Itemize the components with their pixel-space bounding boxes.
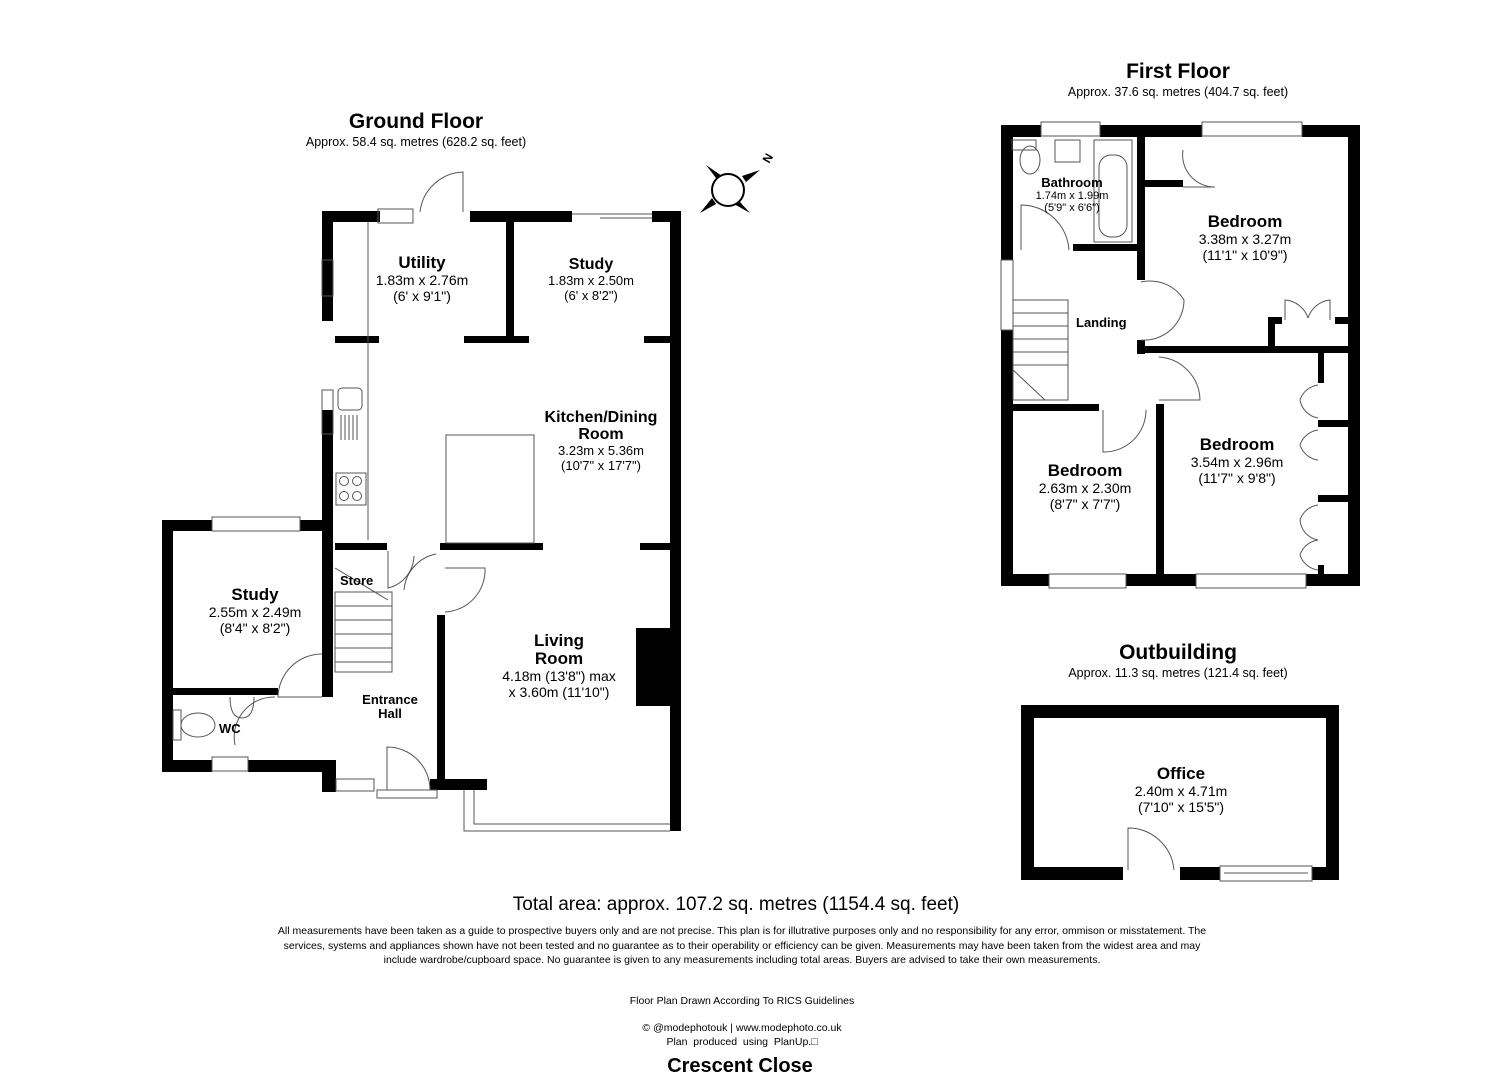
outbuilding-title: Outbuilding <box>1119 641 1237 664</box>
ground-floor-title: Ground Floor <box>348 110 484 133</box>
ground-floor-plan <box>162 211 681 831</box>
room-kitchen-name-line1: Kitchen/Dining <box>544 409 658 426</box>
room-bedroom-2-imperial: (8'7" x 7'7") <box>1049 495 1121 512</box>
ground-floor-fixtures <box>172 171 670 832</box>
room-kitchen-metric: 3.23m x 5.36m <box>558 442 644 458</box>
outbuilding-plan <box>1021 705 1339 880</box>
room-bedroom-3: Bedroom 3.54m x 2.96m (11'7" x 9'8") <box>1172 436 1302 486</box>
room-bedroom-1: Bedroom 3.38m x 3.27m (11'1" x 10'9") <box>1180 213 1310 263</box>
room-bedroom-1-metric: 3.38m x 3.27m <box>1198 230 1292 247</box>
room-entrance-name-line2: Hall <box>378 705 402 721</box>
room-office-name: Office <box>1156 764 1206 783</box>
room-study-lower-metric: 2.55m x 2.49m <box>208 603 302 620</box>
room-office-imperial: (7'10" x 15'5") <box>1137 798 1225 815</box>
first-floor-plan <box>1001 125 1360 586</box>
room-bathroom-name: Bathroom <box>1041 175 1103 190</box>
room-landing-name: Landing <box>1076 315 1127 330</box>
room-bathroom-imperial: (5'9" x 6'6") <box>1044 201 1100 214</box>
room-living-name-line2: Room <box>534 648 584 668</box>
disclaimer-text: All measurements have been taken as a gu… <box>277 925 1207 967</box>
room-entrance-hall: Entrance Hall <box>350 693 430 720</box>
room-living-room: Living Room 4.18m (13'8") max x 3.60m (1… <box>484 632 634 700</box>
produced-by-text: Plan produced using PlanUp.□ <box>666 1036 818 1048</box>
room-living-name-line1: Living <box>533 631 585 650</box>
first-floor-fixtures <box>1000 121 1331 589</box>
room-study-upper-name: Study <box>568 256 614 273</box>
room-store-name: Store <box>340 573 374 588</box>
room-bathroom-metric: 1.74m x 1.99m <box>1035 189 1109 202</box>
room-office-metric: 2.40m x 4.71m <box>1134 782 1228 799</box>
room-living-dim-line1: 4.18m (13'8") max <box>502 667 616 684</box>
rics-note: Floor Plan Drawn According To RICS Guide… <box>629 995 855 1007</box>
outbuilding-area: Approx. 11.3 sq. metres (121.4 sq. feet) <box>1068 666 1288 680</box>
room-wc-name: WC <box>219 721 241 736</box>
room-study-upper-metric: 1.83m x 2.50m <box>548 272 634 288</box>
room-bedroom-3-metric: 3.54m x 2.96m <box>1190 453 1284 470</box>
room-bathroom: Bathroom 1.74m x 1.99m (5'9" x 6'6") <box>1027 176 1117 214</box>
first-floor-title: First Floor <box>1126 60 1230 83</box>
room-study-upper: Study 1.83m x 2.50m (6' x 8'2") <box>531 256 651 304</box>
room-living-dim-line2: x 3.60m (11'10") <box>508 683 610 700</box>
compass-icon <box>700 165 760 213</box>
room-bedroom-1-imperial: (11'1" x 10'9") <box>1202 246 1288 263</box>
ground-floor-area: Approx. 58.4 sq. metres (628.2 sq. feet) <box>305 135 527 149</box>
room-office: Office 2.40m x 4.71m (7'10" x 15'5") <box>1116 765 1246 815</box>
room-study-lower: Study 2.55m x 2.49m (8'4" x 8'2") <box>190 586 320 636</box>
room-kitchen-name-line2: Room <box>578 425 624 443</box>
room-study-upper-imperial: (6' x 8'2") <box>564 287 618 303</box>
total-area: Total area: approx. 107.2 sq. metres (11… <box>512 894 960 915</box>
room-entrance-name-line1: Entrance <box>362 692 418 707</box>
room-study-lower-name: Study <box>231 585 279 604</box>
room-utility-name: Utility <box>398 253 446 272</box>
outbuilding-fixtures <box>1127 827 1313 882</box>
room-bedroom-3-name: Bedroom <box>1199 435 1275 454</box>
room-bedroom-2-name: Bedroom <box>1047 461 1123 480</box>
room-utility: Utility 1.83m x 2.76m (6' x 9'1") <box>362 254 482 304</box>
room-bedroom-1-name: Bedroom <box>1207 212 1283 231</box>
room-kitchen-dining: Kitchen/Dining Room 3.23m x 5.36m (10'7"… <box>531 409 671 473</box>
room-kitchen-imperial: (10'7" x 17'7") <box>561 457 641 473</box>
copyright-text: © @modephotouk | www.modephoto.co.uk <box>642 1022 842 1034</box>
property-address: Crescent Close <box>667 1055 813 1077</box>
room-bedroom-3-imperial: (11'7" x 9'8") <box>1198 469 1276 486</box>
first-floor-area: Approx. 37.6 sq. metres (404.7 sq. feet) <box>1067 85 1289 99</box>
room-utility-metric: 1.83m x 2.76m <box>375 271 469 288</box>
room-utility-imperial: (6' x 9'1") <box>393 287 451 304</box>
room-bedroom-2: Bedroom 2.63m x 2.30m (8'7" x 7'7") <box>1020 462 1150 512</box>
room-study-lower-imperial: (8'4" x 8'2") <box>219 619 291 636</box>
room-bedroom-2-metric: 2.63m x 2.30m <box>1038 479 1132 496</box>
